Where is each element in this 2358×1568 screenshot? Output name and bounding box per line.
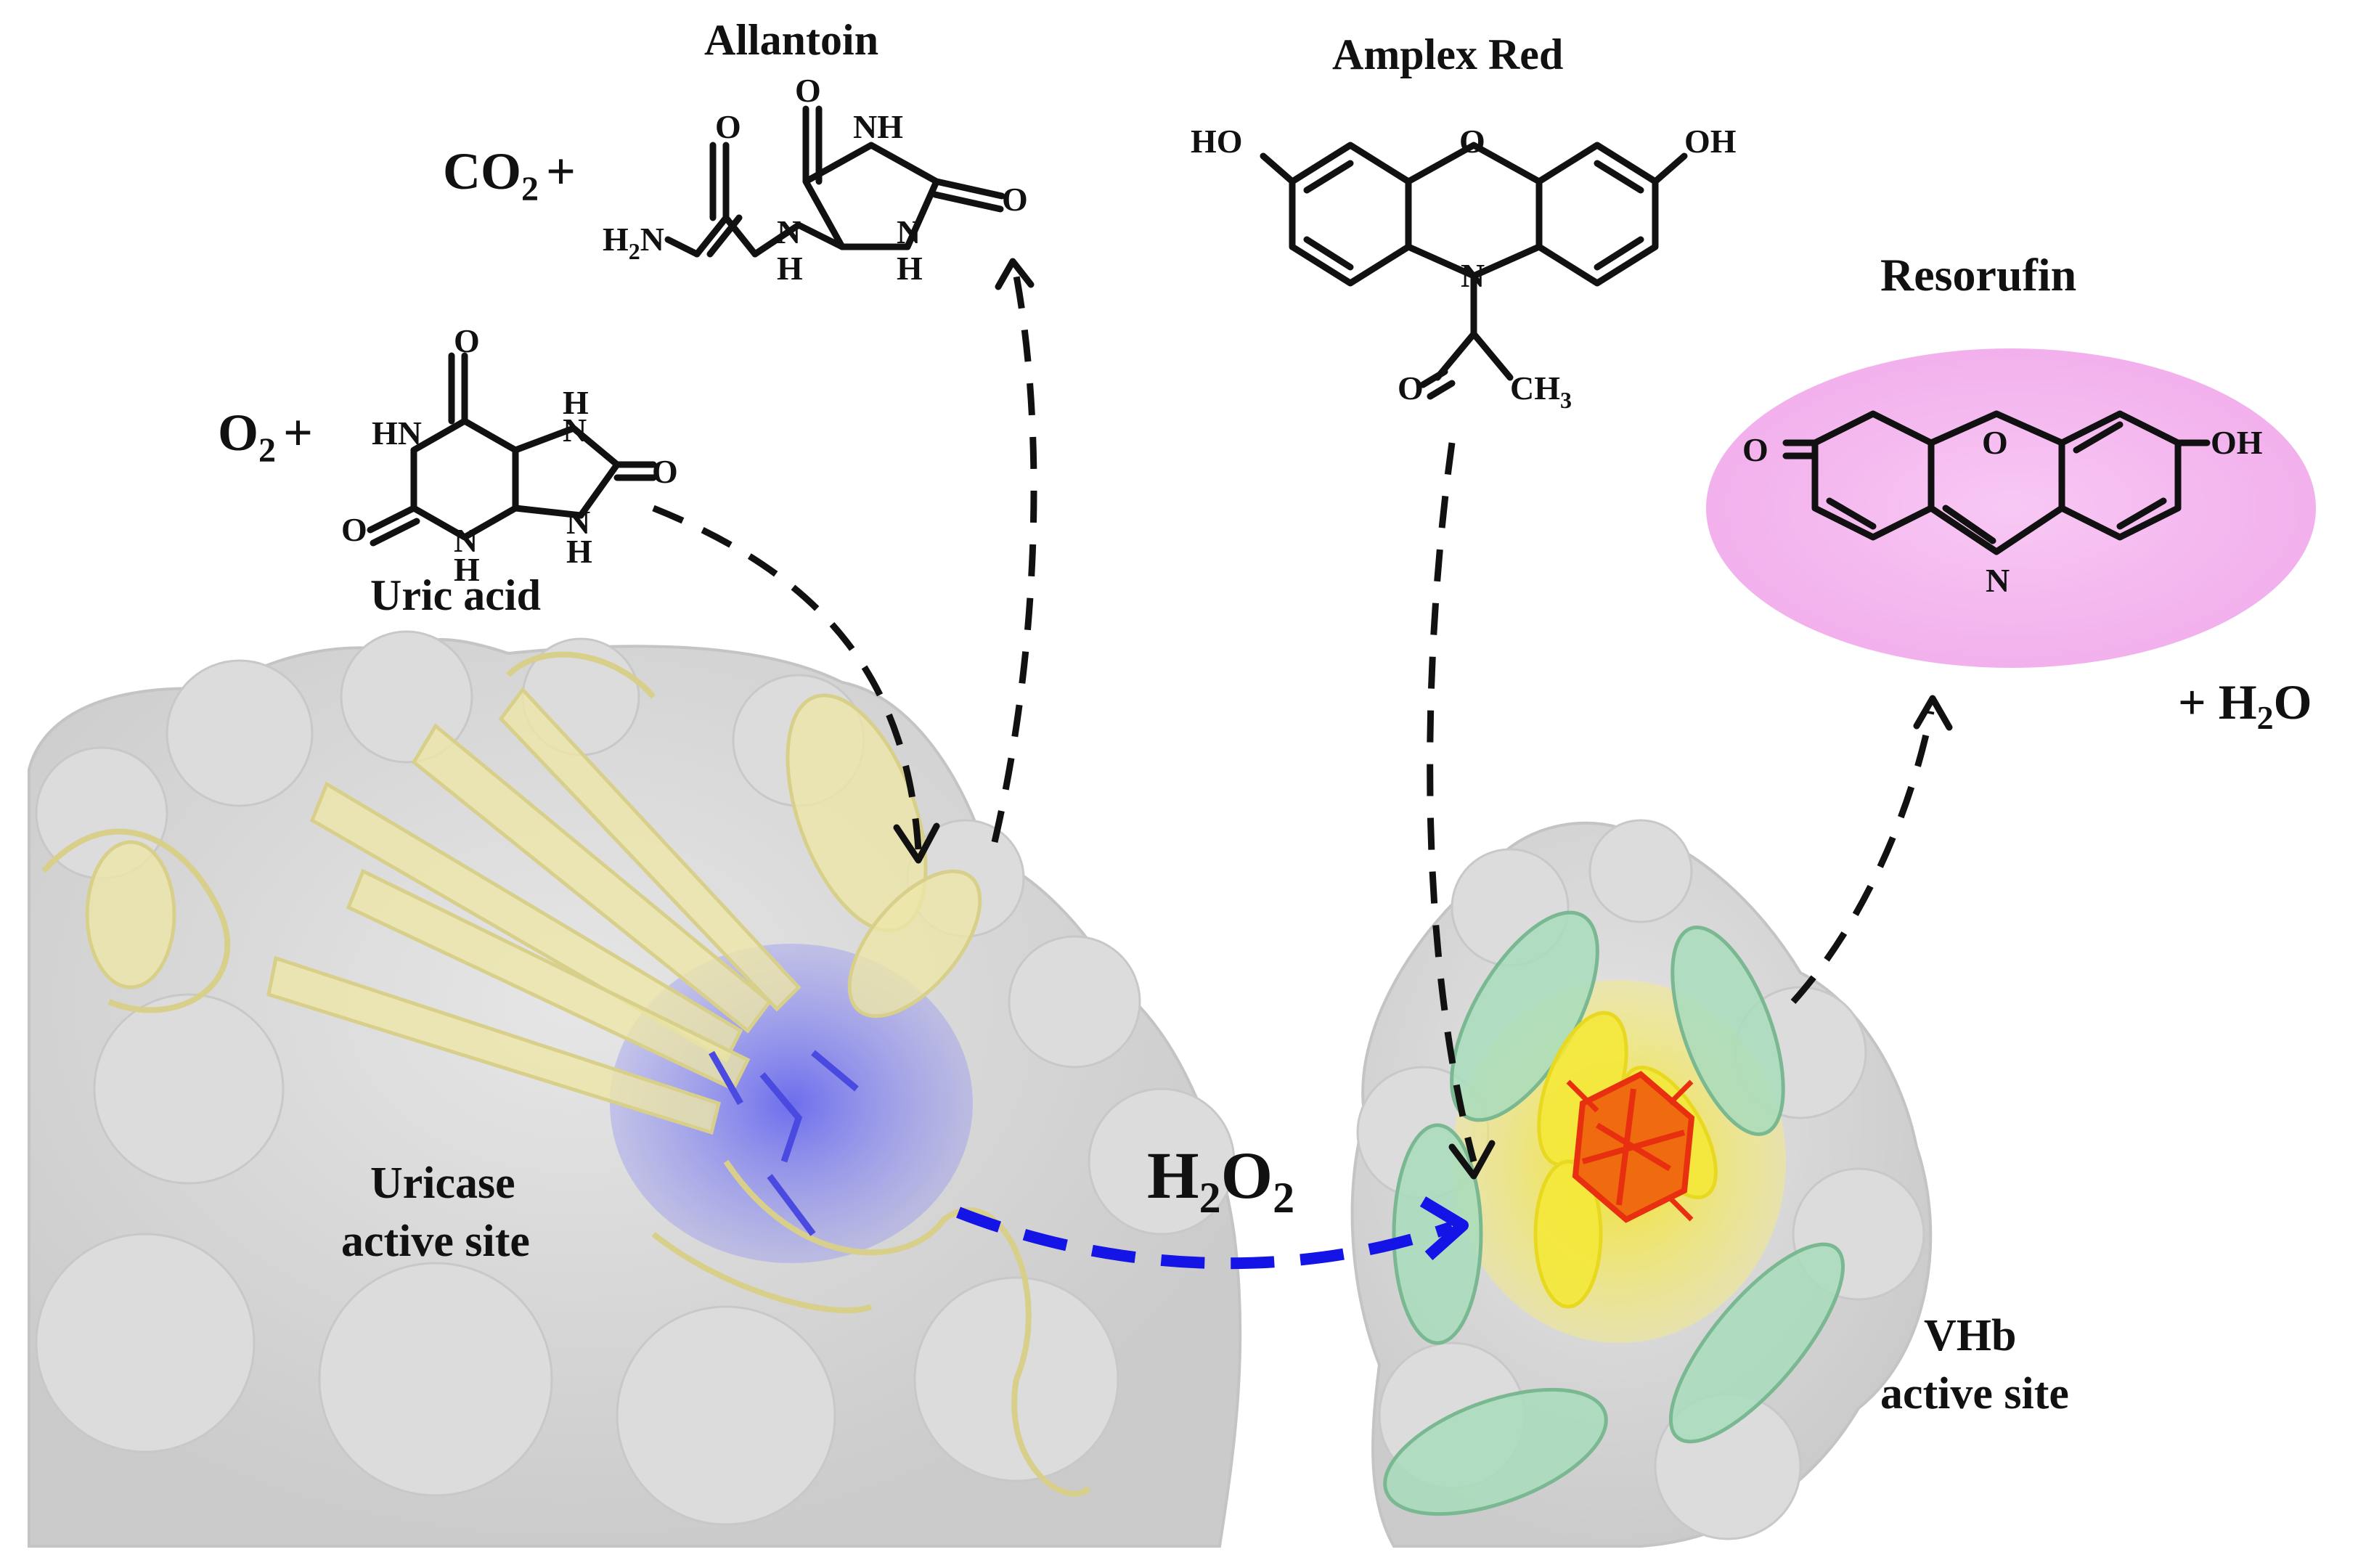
uricase-site-residues bbox=[709, 1050, 859, 1236]
label-resorufin: Resorufin bbox=[1880, 249, 2076, 301]
atom-allantoin-nh-top: NH bbox=[853, 108, 903, 145]
amplex-red-structure: HO O OH N O CH3 bbox=[1191, 123, 1737, 413]
atom-allantoin-o-right: O bbox=[1002, 181, 1028, 218]
atom-resorufin-o-bridge: O bbox=[1982, 424, 2008, 461]
arrowhead-vhb-in bbox=[1448, 1140, 1496, 1180]
resorufin-highlight bbox=[1706, 348, 2316, 668]
atom-nh-right: N bbox=[566, 504, 590, 541]
arrowhead-allantoin bbox=[995, 258, 1035, 290]
arrowhead-resorufin bbox=[1913, 695, 1953, 731]
arrow-h2o2-transfer bbox=[956, 1206, 1454, 1270]
label-uricase-line2: active site bbox=[341, 1217, 530, 1266]
vhb-helices bbox=[1383, 910, 1845, 1516]
atom-allantoin-o-urea: O bbox=[715, 108, 741, 145]
atom-amplex-oh: OH bbox=[1684, 123, 1737, 160]
atom-h-bottom: H bbox=[454, 551, 480, 588]
atom-h-right: H bbox=[566, 533, 592, 570]
atom-amplex-o-bridge: O bbox=[1459, 123, 1485, 160]
atom-o-top: O bbox=[454, 322, 480, 359]
uric-acid-structure: O HN O N H H N N H O bbox=[341, 322, 678, 588]
reaction-arrows bbox=[652, 258, 1953, 1270]
atom-allantoin-h-bottom: H bbox=[897, 250, 923, 287]
atom-allantoin-o-top: O bbox=[795, 72, 821, 109]
atom-h-top-right: H bbox=[563, 384, 589, 421]
atom-amplex-n: N bbox=[1461, 257, 1485, 294]
arrowhead-h2o2 bbox=[1419, 1196, 1469, 1260]
label-vhb-line1: VHb bbox=[1924, 1311, 2016, 1360]
atom-amplex-ch3: CH3 bbox=[1510, 369, 1572, 413]
uricase-protein bbox=[28, 630, 1242, 1548]
atom-resorufin-o-left: O bbox=[1742, 431, 1768, 468]
uricase-loops bbox=[41, 651, 1091, 1497]
allantoin-structure: O NH O N H O N H H2N bbox=[603, 72, 1028, 287]
arrow-vhb-to-resorufin bbox=[1790, 711, 1935, 1005]
arrow-amplex-to-vhb bbox=[1427, 442, 1477, 1163]
arrow-uricase-to-allantoin bbox=[991, 275, 1037, 844]
uricase-ribbons bbox=[85, 687, 982, 1135]
label-allantoin: Allantoin bbox=[704, 16, 878, 64]
atom-allantoin-h-link: H bbox=[777, 250, 803, 287]
atom-n-top-right: N bbox=[563, 412, 587, 449]
atom-allantoin-n-link: N bbox=[777, 213, 801, 250]
atom-hn: HN bbox=[372, 415, 422, 452]
resorufin-structure: O O OH N bbox=[1742, 410, 2263, 599]
atom-allantoin-h2n: H2N bbox=[603, 221, 664, 264]
label-h2o: + H2O bbox=[2178, 674, 2312, 736]
atom-o-right: O bbox=[652, 453, 678, 490]
label-o2: O2+ bbox=[218, 404, 313, 470]
label-uricase-line1: Uricase bbox=[370, 1159, 515, 1208]
arrow-uric-acid-to-uricase bbox=[652, 505, 922, 850]
label-amplex-red: Amplex Red bbox=[1332, 30, 1563, 78]
atom-resorufin-n: N bbox=[1986, 562, 2010, 599]
label-h2o2: H2O2 bbox=[1147, 1138, 1294, 1222]
label-vhb-line2: active site bbox=[1880, 1369, 2069, 1418]
atom-o-left: O bbox=[341, 511, 367, 548]
atom-amplex-ho: HO bbox=[1191, 123, 1243, 160]
label-co2: CO2+ bbox=[443, 142, 576, 208]
atom-n-bottom: N bbox=[454, 522, 478, 559]
heme-group bbox=[1566, 1071, 1695, 1223]
atom-allantoin-n-bottom: N bbox=[897, 213, 921, 250]
label-uric-acid: Uric acid bbox=[370, 571, 541, 619]
atom-resorufin-oh: OH bbox=[2211, 424, 2263, 461]
arrowhead-uricase-in bbox=[893, 822, 940, 864]
atom-amplex-o-acetyl: O bbox=[1398, 369, 1424, 407]
vhb-protein bbox=[1350, 819, 1933, 1548]
